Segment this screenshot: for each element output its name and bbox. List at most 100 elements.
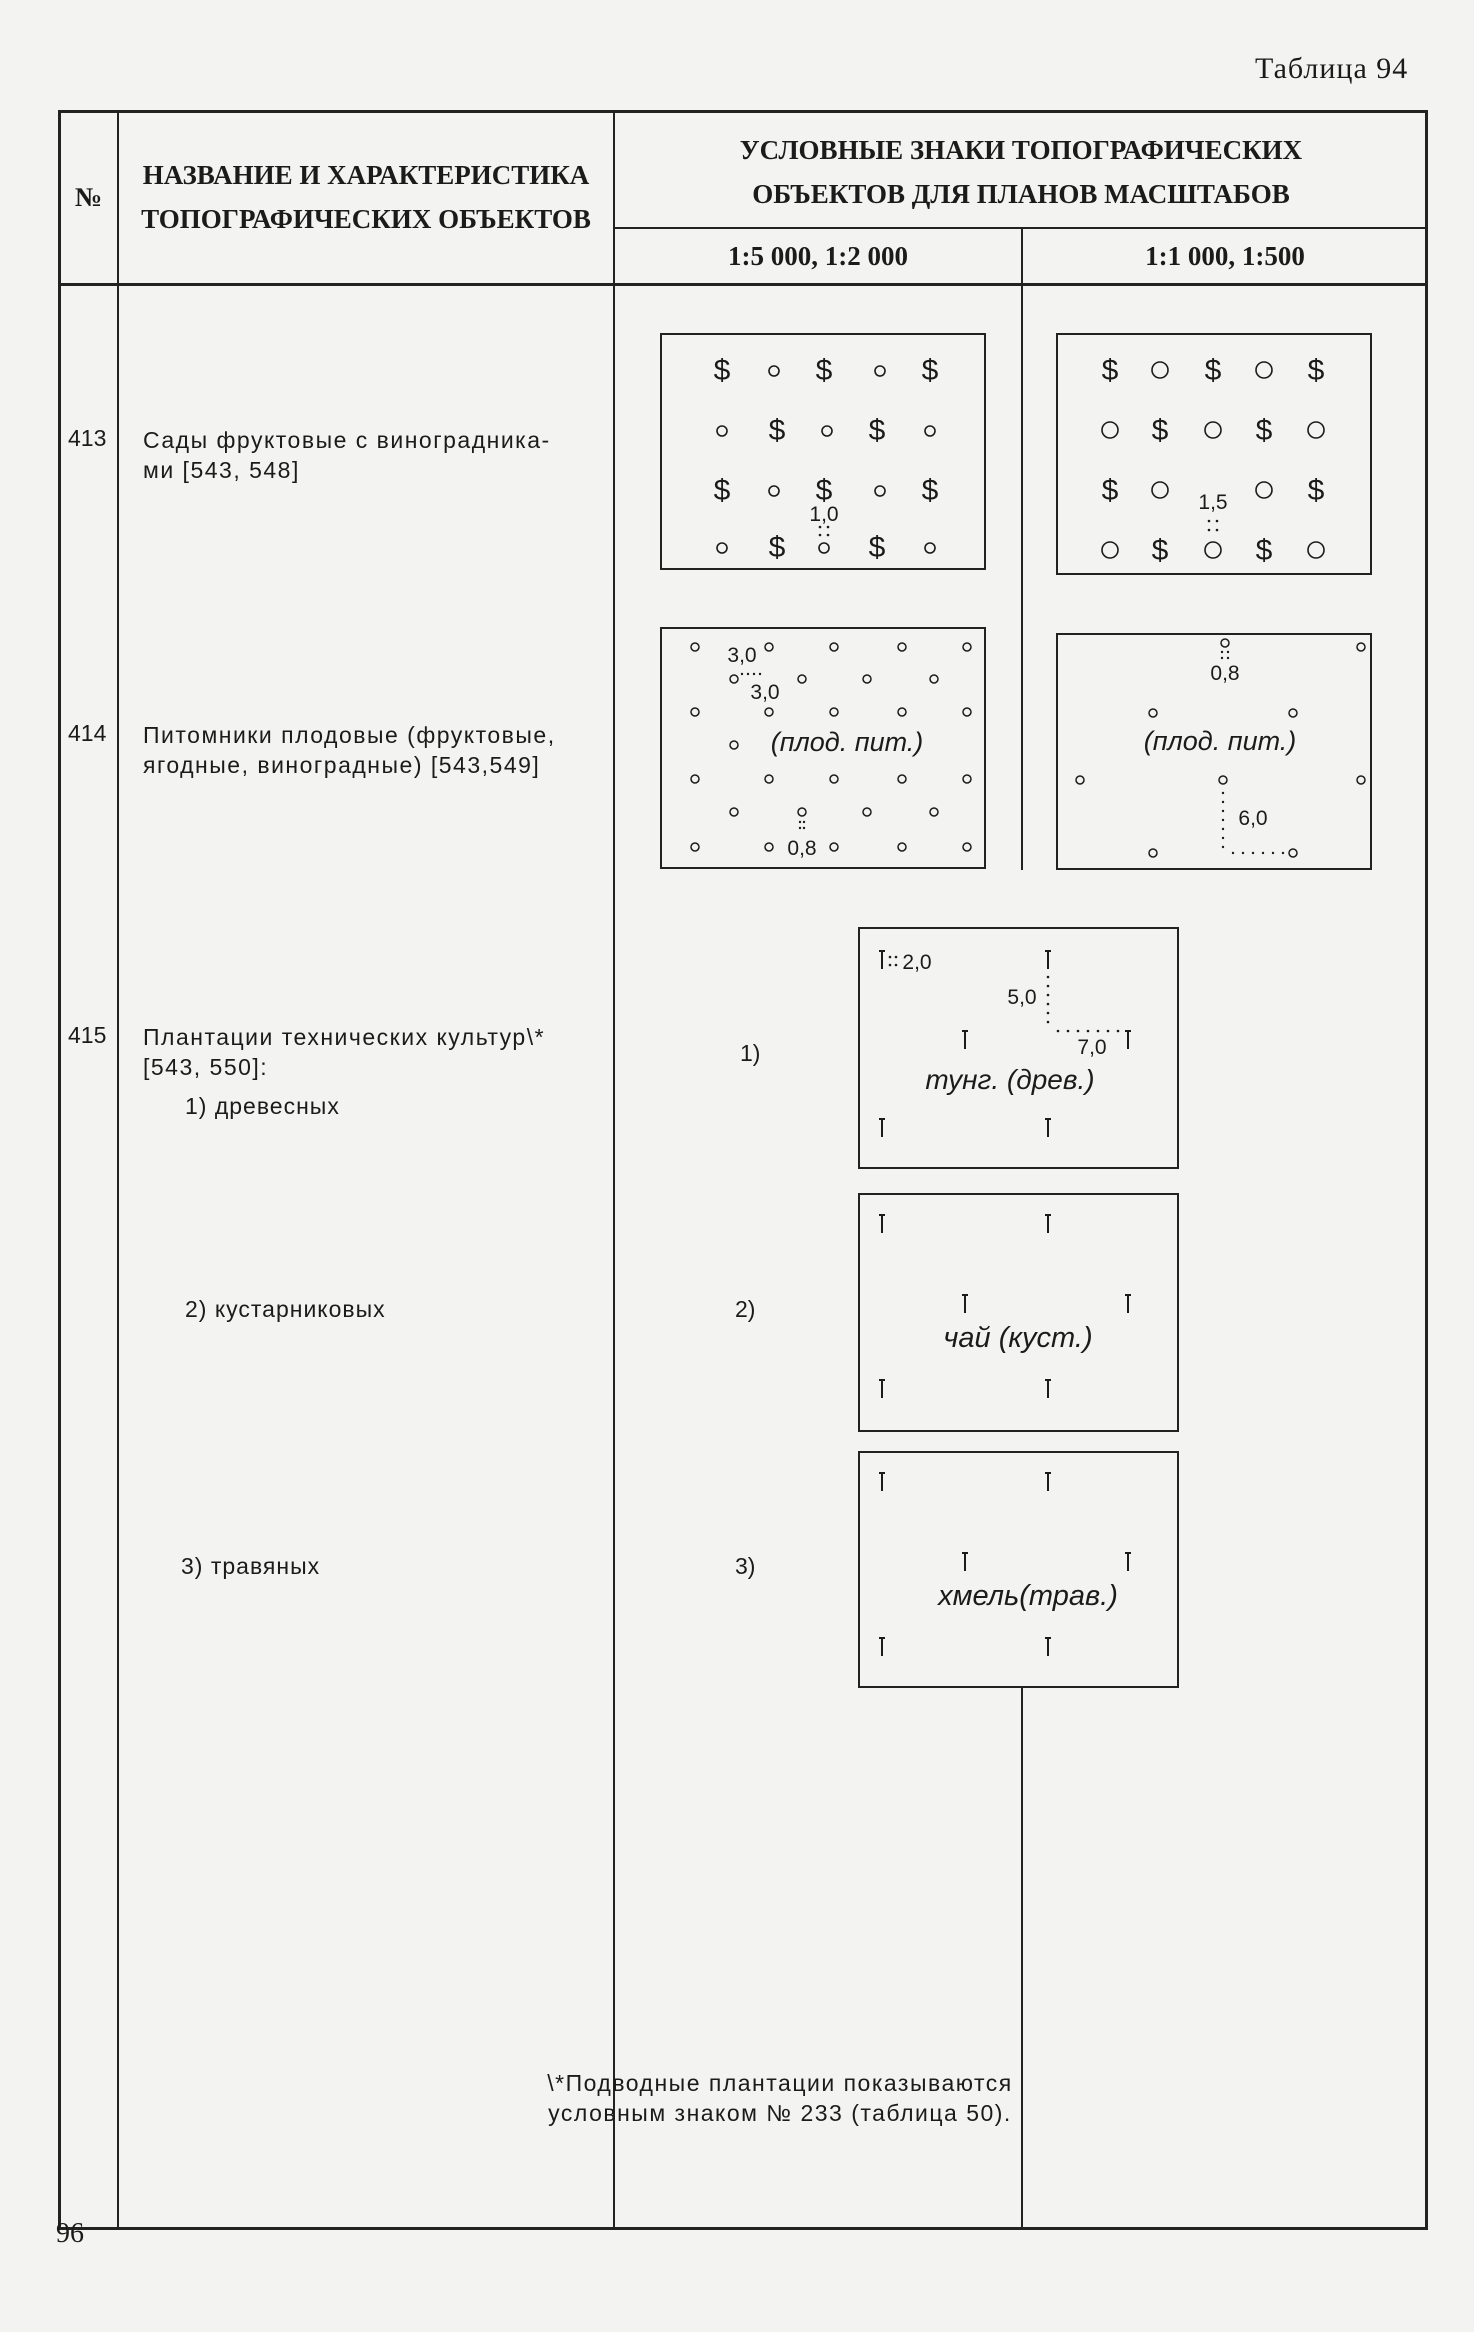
row-415-subitem-3: 3) травяных: [181, 1553, 321, 1579]
header-scale-a: 1:5 000, 1:2 000: [728, 241, 908, 271]
tree-circle-icon: [1307, 541, 1325, 559]
tree-circle-icon: [874, 485, 886, 497]
nursery-pattern-a: 3,0 3,0 (плод. пит.) 0,8: [690, 642, 972, 860]
sign-413-a-dim: 1,0: [809, 503, 838, 526]
dollar-icon: $: [769, 531, 786, 564]
tree-circle-icon: [716, 542, 728, 554]
header-num: №: [74, 182, 103, 212]
footnote: \*Подводные плантации показываются услов…: [470, 2068, 1090, 2128]
row-414-num: 414: [68, 720, 107, 746]
tree-circle-icon: [1204, 421, 1222, 439]
dollar-icon: $: [1102, 474, 1119, 507]
row-415-line1: Плантации технических культур\*: [143, 1024, 546, 1050]
sign-415-1-dim2: 5,0: [1007, 986, 1036, 1009]
tree-circle-icon: [1255, 361, 1273, 379]
dollar-icon: $: [1256, 414, 1273, 447]
row-415-subitem-2: 2) кустарниковых: [185, 1296, 386, 1322]
sign-415-2: чай (куст.): [858, 1193, 1179, 1432]
header-signs-line1: УСЛОВНЫЕ ЗНАКИ ТОПОГРАФИЧЕСКИХ: [739, 135, 1303, 165]
sign-414-b-dim1: 0,8: [1210, 662, 1239, 685]
sign-415-marker-2: 2): [735, 1296, 756, 1322]
tree-circle-icon: [1151, 361, 1169, 379]
dollar-icon: $: [1102, 354, 1119, 387]
table-label: Таблица 94: [1255, 52, 1409, 85]
dollar-icon: $: [714, 354, 731, 387]
tree-circle-icon: [768, 485, 780, 497]
row-415-description: Плантации технических культур\* [543, 55…: [143, 1022, 603, 1082]
dollar-icon: $: [1308, 474, 1325, 507]
sign-413-b-dim: 1,5: [1198, 491, 1227, 514]
tree-circle-icon: [716, 425, 728, 437]
tree-circle-icon: [924, 542, 936, 554]
sign-414-a: 3,0 3,0 (плод. пит.) 0,8: [660, 627, 986, 869]
orchard-vineyard-pattern-a: $ $ $ $ $ $ $ $ $ $ 1,0: [714, 354, 939, 564]
footnote-line1: \*Подводные плантации показываются: [547, 2070, 1013, 2096]
row-415-line2: [543, 550]:: [143, 1054, 269, 1080]
row-413-line2: ми [543, 548]: [143, 457, 300, 483]
tree-circle-icon: [1151, 481, 1169, 499]
sign-415-1-dim3: 7,0: [1077, 1036, 1106, 1059]
dollar-icon: $: [1152, 534, 1169, 567]
sign-415-3-label: хмель(трав.): [936, 1580, 1118, 1612]
sign-415-1: 2,0 5,0 7,0 тунг. (древ.): [858, 927, 1179, 1169]
row-414-line1: Питомники плодовые (фруктовые,: [143, 722, 556, 748]
sign-414-a-dim3: 0,8: [787, 837, 816, 860]
dollar-icon: $: [869, 414, 886, 447]
sign-414-a-dim1: 3,0: [727, 644, 756, 667]
tree-circle-icon: [1255, 481, 1273, 499]
dollar-icon: $: [922, 354, 939, 387]
tree-circle-icon: [1101, 541, 1119, 559]
sign-414-b-dim2: 6,0: [1238, 807, 1267, 830]
herb-plantation-pattern: хмель(трав.): [879, 1472, 1131, 1656]
dollar-icon: $: [1152, 414, 1169, 447]
footnote-line2: условным знаком № 233 (таблица 50).: [548, 2100, 1012, 2126]
dollar-icon: $: [922, 474, 939, 507]
tree-circle-icon: [874, 365, 886, 377]
dollar-icon: $: [816, 474, 833, 507]
shrub-plantation-pattern: чай (куст.): [879, 1214, 1131, 1398]
header-name-line1: НАЗВАНИЕ И ХАРАКТЕРИСТИКА: [142, 160, 590, 190]
dollar-icon: $: [714, 474, 731, 507]
row-414-description: Питомники плодовые (фруктовые, ягодные, …: [143, 720, 603, 780]
row-413-line1: Сады фруктовые с виноградника-: [143, 427, 551, 453]
orchard-vineyard-pattern-b: $ $ $ $ $ $ $ $ $ 1,5: [1101, 354, 1325, 567]
tree-circle-icon: [1307, 421, 1325, 439]
sign-414-a-dim2: 3,0: [750, 681, 779, 704]
sign-413-a: $ $ $ $ $ $ $ $ $ $ 1,0: [660, 333, 986, 570]
header-scale-b: 1:1 000, 1:500: [1145, 241, 1305, 271]
sign-415-3: хмель(трав.): [858, 1451, 1179, 1688]
sign-414-b: 0,8 (плод. пит.) 6,0: [1056, 633, 1372, 870]
tree-circle-icon: [924, 425, 936, 437]
sign-413-b: $ $ $ $ $ $ $ $ $ 1,5: [1056, 333, 1372, 575]
header-signs: УСЛОВНЫЕ ЗНАКИ ТОПОГРАФИЧЕСКИХ ОБЪЕКТОВ …: [615, 128, 1427, 216]
sign-415-marker-1: 1): [740, 1040, 761, 1066]
tree-circle-icon: [768, 365, 780, 377]
row-414-line2: ягодные, виноградные) [543,549]: [143, 752, 541, 778]
page-number: 96: [56, 2218, 84, 2249]
row-415-num: 415: [68, 1022, 107, 1048]
tree-circle-icon: [1101, 421, 1119, 439]
dollar-icon: $: [1308, 354, 1325, 387]
tree-circle-icon: [821, 425, 833, 437]
header-signs-line2: ОБЪЕКТОВ ДЛЯ ПЛАНОВ МАСШТАБОВ: [752, 179, 1290, 209]
dollar-icon: $: [1205, 354, 1222, 387]
header-name-line2: ТОПОГРАФИЧЕСКИХ ОБЪЕКТОВ: [141, 204, 591, 234]
dollar-icon: $: [816, 354, 833, 387]
row-415-subitem-1: 1) древесных: [185, 1093, 340, 1119]
sign-414-b-label: (плод. пит.): [1144, 726, 1297, 756]
dollar-icon: $: [1256, 534, 1273, 567]
header-name: НАЗВАНИЕ И ХАРАКТЕРИСТИКА ТОПОГРАФИЧЕСКИ…: [119, 153, 613, 241]
dollar-icon: $: [769, 414, 786, 447]
tree-circle-icon: [1204, 541, 1222, 559]
sign-414-a-label: (плод. пит.): [771, 727, 924, 757]
nursery-pattern-b: 0,8 (плод. пит.) 6,0: [1075, 638, 1366, 858]
sign-415-marker-3: 3): [735, 1553, 756, 1579]
row-413-description: Сады фруктовые с виноградника- ми [543, …: [143, 425, 603, 485]
sign-415-1-label: тунг. (древ.): [925, 1064, 1094, 1095]
sign-415-2-label: чай (куст.): [943, 1322, 1092, 1354]
tree-plantation-pattern: 2,0 5,0 7,0 тунг. (древ.): [879, 950, 1131, 1137]
dollar-icon: $: [869, 531, 886, 564]
row-413-num: 413: [68, 425, 107, 451]
sign-415-1-dim1: 2,0: [902, 951, 931, 974]
tree-circle-icon: [818, 542, 830, 554]
